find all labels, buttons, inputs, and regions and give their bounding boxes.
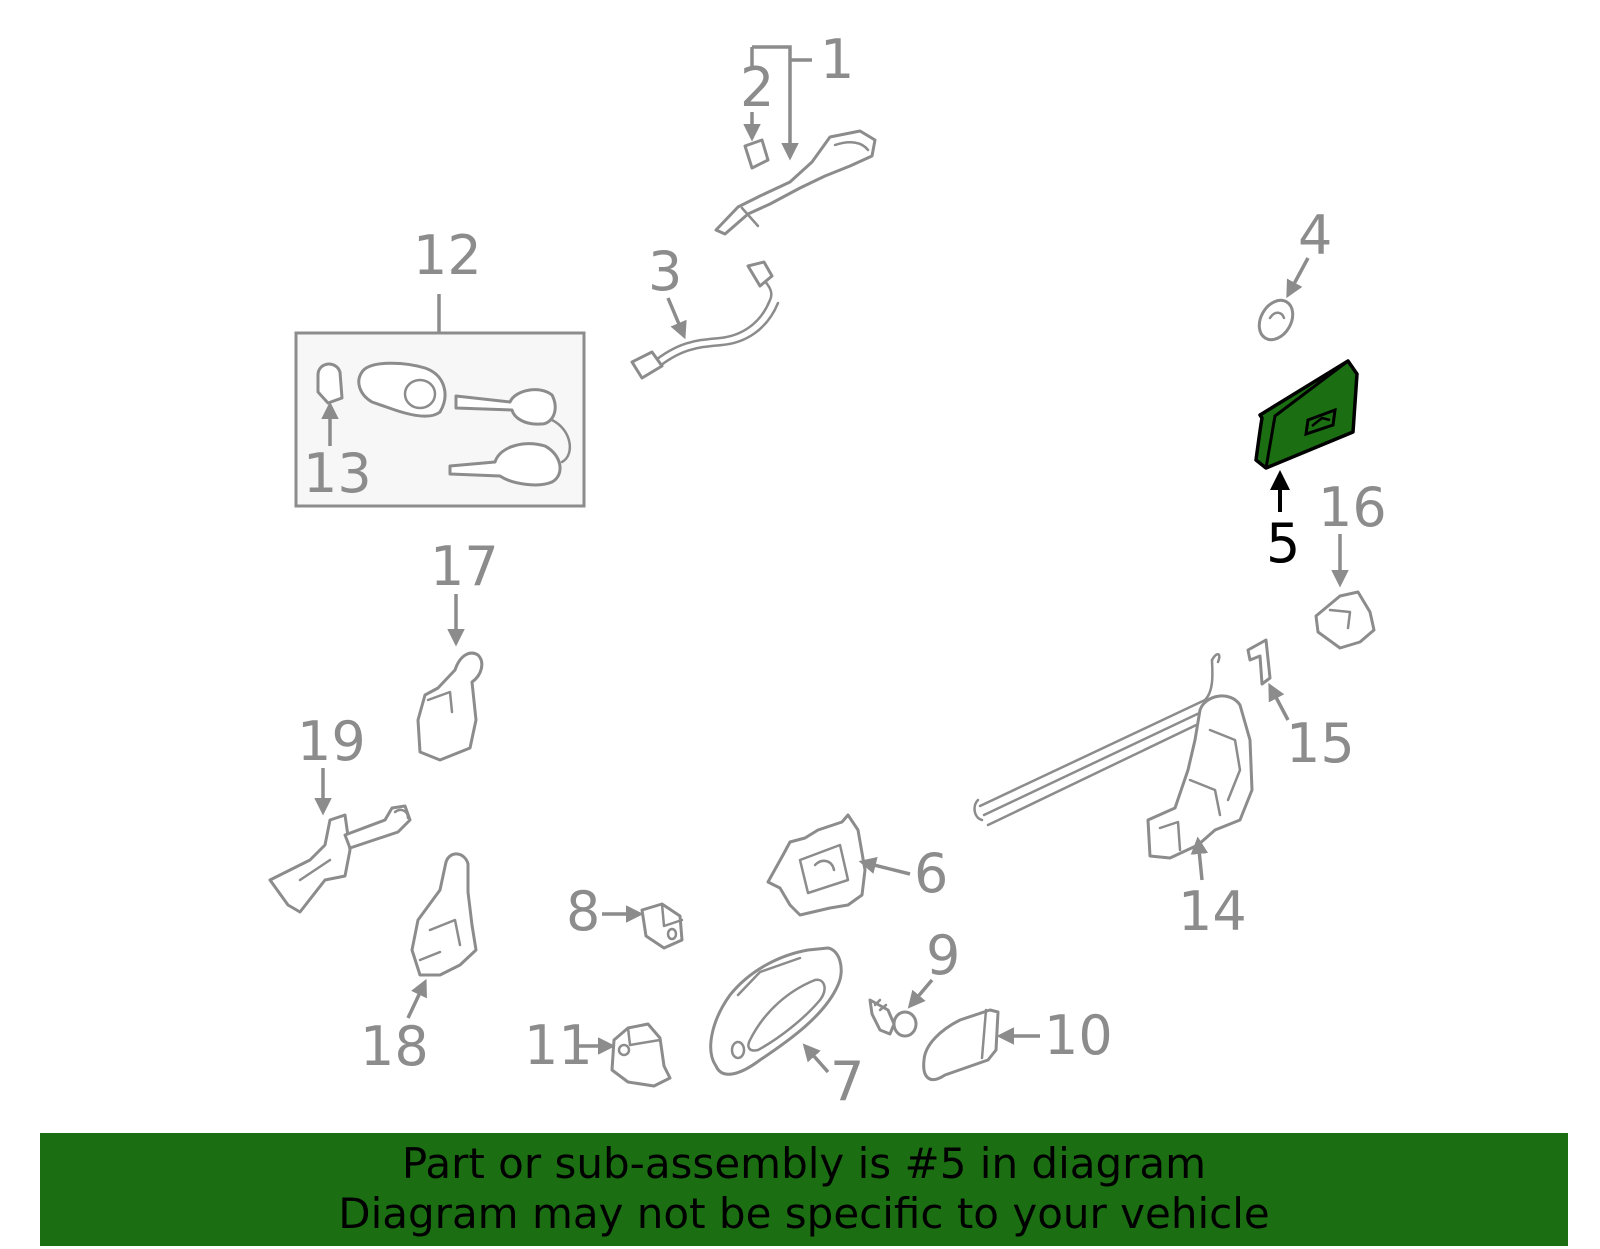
clip-part-15: 15 bbox=[1246, 638, 1355, 775]
door-check-part: 19 bbox=[268, 710, 412, 914]
inside-handle-part: 7 bbox=[709, 946, 864, 1113]
bracket-part-16: 16 bbox=[1314, 476, 1387, 650]
svg-text:17: 17 bbox=[430, 535, 499, 598]
svg-text:7: 7 bbox=[830, 1050, 864, 1113]
switch-part-11: 11 bbox=[524, 1014, 672, 1088]
lock-cylinder-set-part: 12 13 bbox=[294, 224, 586, 508]
svg-text:6: 6 bbox=[914, 842, 948, 905]
info-banner: Part or sub-assembly is #5 in diagram Di… bbox=[40, 1133, 1568, 1246]
banner-line-2: Diagram may not be specific to your vehi… bbox=[338, 1189, 1270, 1238]
svg-text:13: 13 bbox=[303, 442, 372, 505]
svg-text:5: 5 bbox=[1266, 512, 1300, 575]
hinge-part-18: 18 bbox=[360, 852, 478, 1078]
svg-text:19: 19 bbox=[297, 710, 366, 773]
svg-text:12: 12 bbox=[413, 224, 482, 287]
svg-text:15: 15 bbox=[1286, 712, 1355, 775]
svg-text:18: 18 bbox=[360, 1015, 429, 1078]
switch-part-8: 8 bbox=[566, 880, 684, 950]
callout-2: 2 bbox=[740, 56, 774, 142]
cover-part-10: 10 bbox=[922, 1004, 1113, 1081]
svg-text:16: 16 bbox=[1318, 476, 1387, 539]
svg-text:4: 4 bbox=[1298, 204, 1332, 267]
highlighted-part-5: 5 bbox=[1254, 359, 1359, 575]
hinge-part-17: 17 bbox=[416, 535, 499, 762]
banner-line-1: Part or sub-assembly is #5 in diagram bbox=[401, 1139, 1207, 1188]
wire-harness-part: 3 bbox=[630, 240, 780, 380]
svg-text:2: 2 bbox=[740, 56, 774, 119]
grommet-part: 4 bbox=[1257, 204, 1332, 342]
callout-1: 1 bbox=[750, 28, 854, 161]
handle-bracket-part-6: 6 bbox=[766, 813, 948, 917]
svg-text:9: 9 bbox=[926, 924, 960, 987]
svg-text:3: 3 bbox=[648, 240, 682, 303]
svg-text:10: 10 bbox=[1044, 1004, 1113, 1067]
svg-text:14: 14 bbox=[1178, 880, 1247, 943]
door-latch-part: 14 bbox=[973, 653, 1254, 943]
svg-text:1: 1 bbox=[820, 28, 854, 91]
screw-part-9: 9 bbox=[868, 924, 960, 1038]
outside-handle-part bbox=[714, 129, 877, 236]
svg-text:8: 8 bbox=[566, 880, 600, 943]
